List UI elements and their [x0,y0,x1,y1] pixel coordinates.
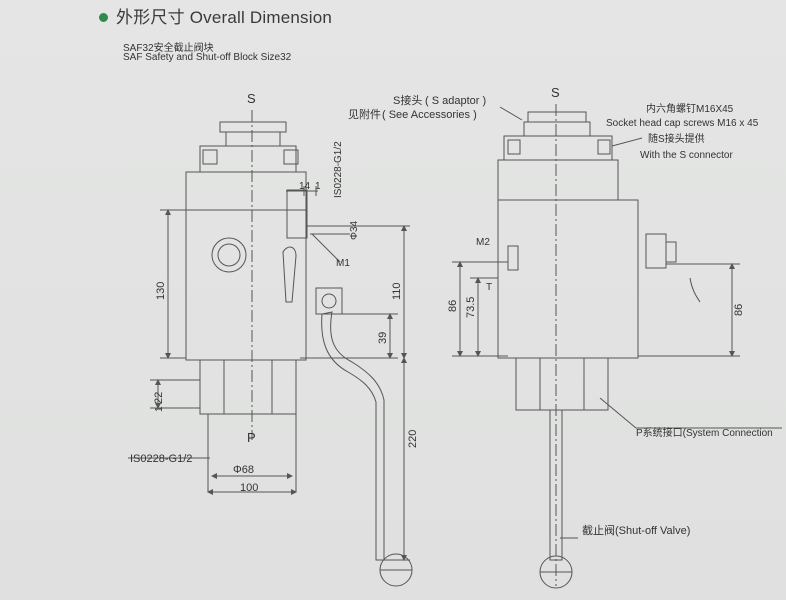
right-p-leader [599,397,782,429]
right-side-valve-nut [665,241,677,263]
left-round-port-inner [217,243,241,267]
right-label-with-s-cn: 随S接头提供 [648,132,705,145]
right-top-neck [523,121,591,137]
left-handle-pivot [321,293,337,309]
right-view-labels: S S接头 ( S adaptor ) 见附件 ( See Accessorie… [348,85,773,537]
page-title: 外形尺寸 Overall Dimension [116,8,333,27]
left-m1-port [286,189,308,239]
left-label-p: P [247,430,256,445]
right-top-bolt-right [597,139,611,155]
right-shutoff-stem [549,410,563,561]
left-top-thread [219,121,287,133]
left-handle-arm [321,311,385,561]
right-hex-nut [515,357,609,411]
right-m2-port [507,245,519,271]
right-label-screw-en: Socket head cap screws M16 x 45 [606,118,759,129]
bullet-icon [99,13,108,22]
right-view [452,104,782,589]
left-label-phi34: Φ34 [349,220,360,240]
left-label-110: 110 [391,282,403,300]
left-view-labels: S P M1 14 1 IS0228-G1/2 Φ68 100 22 1 130… [130,91,419,494]
left-label-100: 100 [240,482,258,494]
left-m1-leader [311,233,341,263]
right-top-thread [527,111,587,123]
right-label-m2: M2 [476,237,490,248]
right-label-adaptor-cn: S接头 [393,94,422,107]
left-label-1-top: 1 [315,181,321,192]
left-label-1-bottom: 1 [154,406,165,412]
right-label-shutoff: 截止阀(Shut-off Valve) [582,523,690,537]
left-label-s: S [247,91,256,106]
right-label-p-connection: P系统接口(System Connection [636,426,773,439]
right-label-s: S [551,85,560,100]
left-top-bolt-left [202,149,218,165]
left-handle-block [315,287,343,315]
left-label-220: 220 [407,430,419,448]
right-label-73-5: 73.5 [465,297,477,318]
right-adaptor-leader [499,106,523,121]
right-label-86-left: 86 [447,300,459,312]
subtitle-chinese: SAF32安全截止阀块 [123,43,214,54]
left-round-port [211,237,247,273]
left-label-39: 39 [377,332,389,344]
right-screw-leader [611,137,643,147]
right-label-see-acc-en: ( See Accessories ) [382,109,477,121]
left-top-bolt-right [283,149,299,165]
right-label-86-right: 86 [733,304,745,316]
left-label-130: 130 [155,282,167,300]
right-label-t: T [486,282,492,293]
right-top-bolt-left [507,139,521,155]
right-side-lever [689,277,701,303]
left-label-thread-top: IS0228-G1/2 [333,141,344,198]
right-label-adaptor-en: ( S adaptor ) [425,95,486,107]
right-label-see-acc-cn: 见附件 [348,107,381,121]
left-label-14: 14 [299,181,311,192]
right-side-valve [645,233,667,269]
right-upper-body [497,159,619,201]
left-label-22: 22 [153,392,165,404]
right-label-screw-cn: 内六角螺钉M16X45 [646,102,734,115]
subtitle-english: SAF Safety and Shut-off Block Size32 [123,52,292,63]
left-label-phi68: Φ68 [233,464,254,476]
left-hex-nut [199,359,297,415]
left-label-m1: M1 [336,258,350,269]
left-top-neck [225,131,281,147]
left-main-body [185,171,307,361]
left-view [128,110,413,587]
right-main-body [497,199,639,359]
right-label-with-s-en: With the S connector [640,150,733,161]
left-small-lever [282,246,297,303]
left-label-thread-bottom: IS0228-G1/2 [130,453,192,465]
